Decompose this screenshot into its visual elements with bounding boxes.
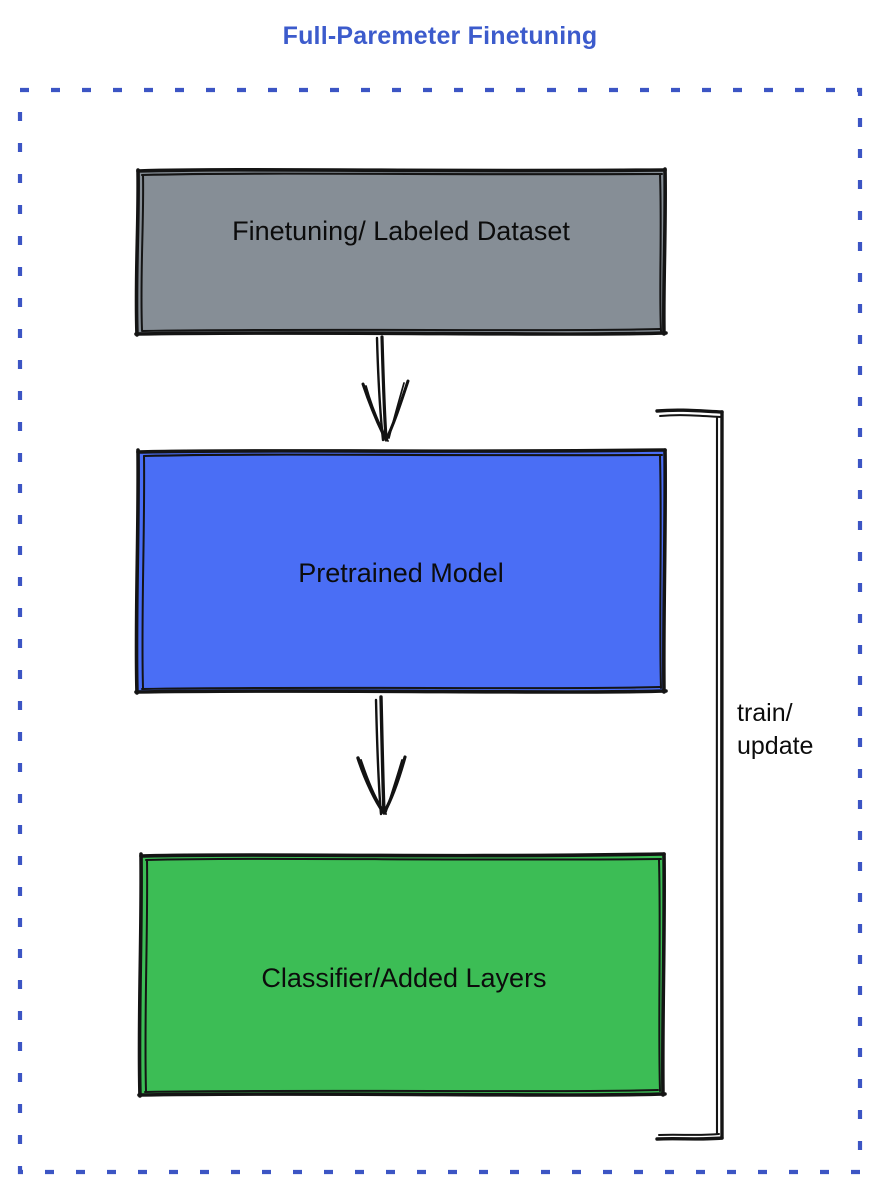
page-title: Full-Paremeter Finetuning bbox=[282, 22, 598, 50]
node-dataset[interactable] bbox=[134, 167, 668, 337]
edge-train-update-loop bbox=[655, 408, 724, 1141]
node-classifier-label: Classifier/Added Layers bbox=[261, 963, 547, 993]
node-pretrained[interactable] bbox=[134, 448, 668, 695]
node-pretrained-label: Pretrained Model bbox=[298, 558, 504, 588]
edge-train-update-label: train/ update bbox=[737, 699, 814, 760]
node-dataset-label: Finetuning/ Labeled Dataset bbox=[232, 216, 570, 246]
edge-pretrained-to-classifier bbox=[356, 695, 407, 816]
edge-dataset-to-pretrained bbox=[361, 335, 410, 442]
node-classifier[interactable] bbox=[137, 852, 667, 1098]
